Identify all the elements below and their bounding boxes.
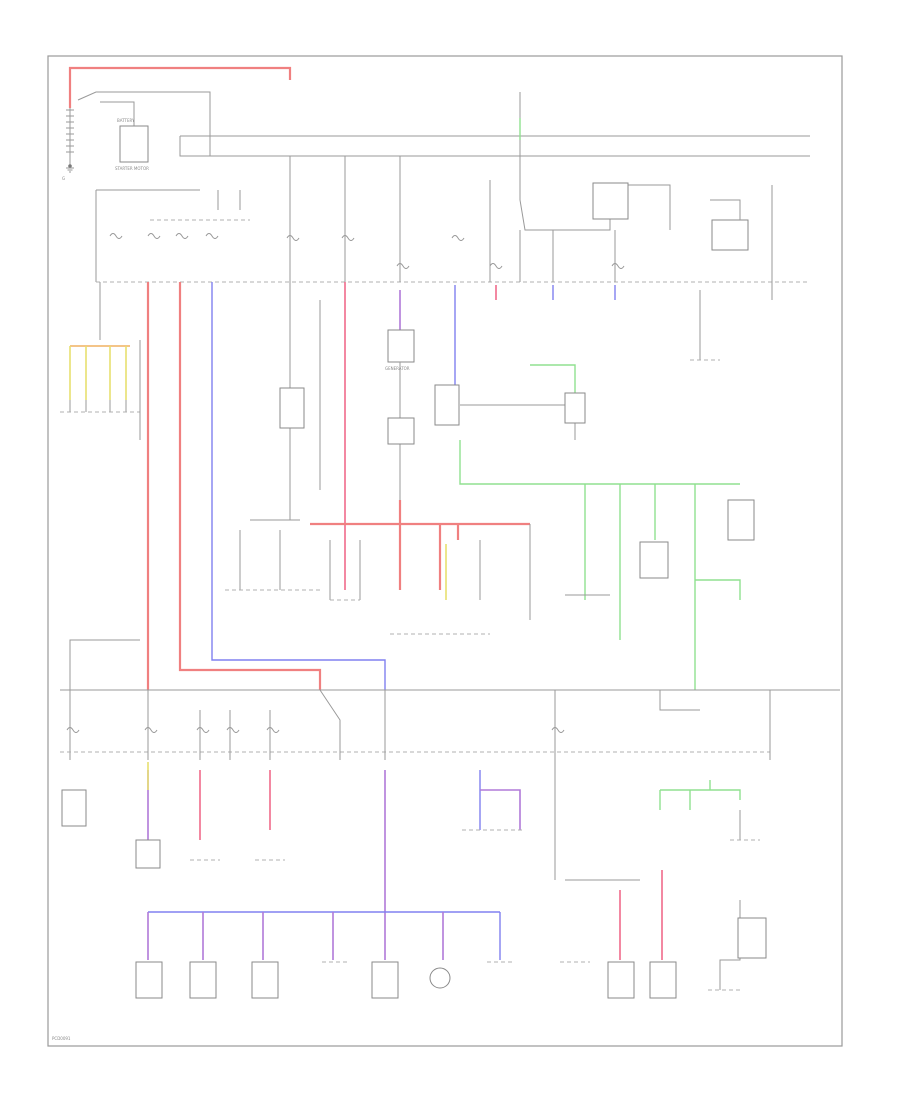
generator-label: GENERATOR — [385, 366, 410, 371]
lower-load-circuits — [61, 760, 556, 999]
lower-right-circuits — [560, 780, 767, 999]
battery-section: BATTERY STARTER MOTOR — [66, 66, 292, 171]
starter-label: STARTER MOTOR — [115, 166, 149, 171]
diagram-border — [47, 55, 843, 1047]
footer-code: PCD0091 — [52, 1036, 71, 1041]
dash-fuse-box — [60, 689, 840, 760]
main-relay-circuit — [434, 285, 616, 485]
underhood-fuse-box — [95, 135, 810, 283]
generator: GENERATOR — [385, 290, 415, 371]
battery-label: BATTERY — [117, 118, 135, 123]
battery-symbol — [119, 125, 149, 163]
ignition-bus — [310, 362, 531, 635]
ground-symbol: G — [62, 167, 74, 181]
right-side-circuits — [565, 282, 773, 690]
main-feed-wires — [69, 282, 386, 690]
fan-relay-circuit — [225, 282, 346, 591]
transmission-range-switch — [60, 340, 141, 440]
ground-label: G — [62, 176, 65, 181]
